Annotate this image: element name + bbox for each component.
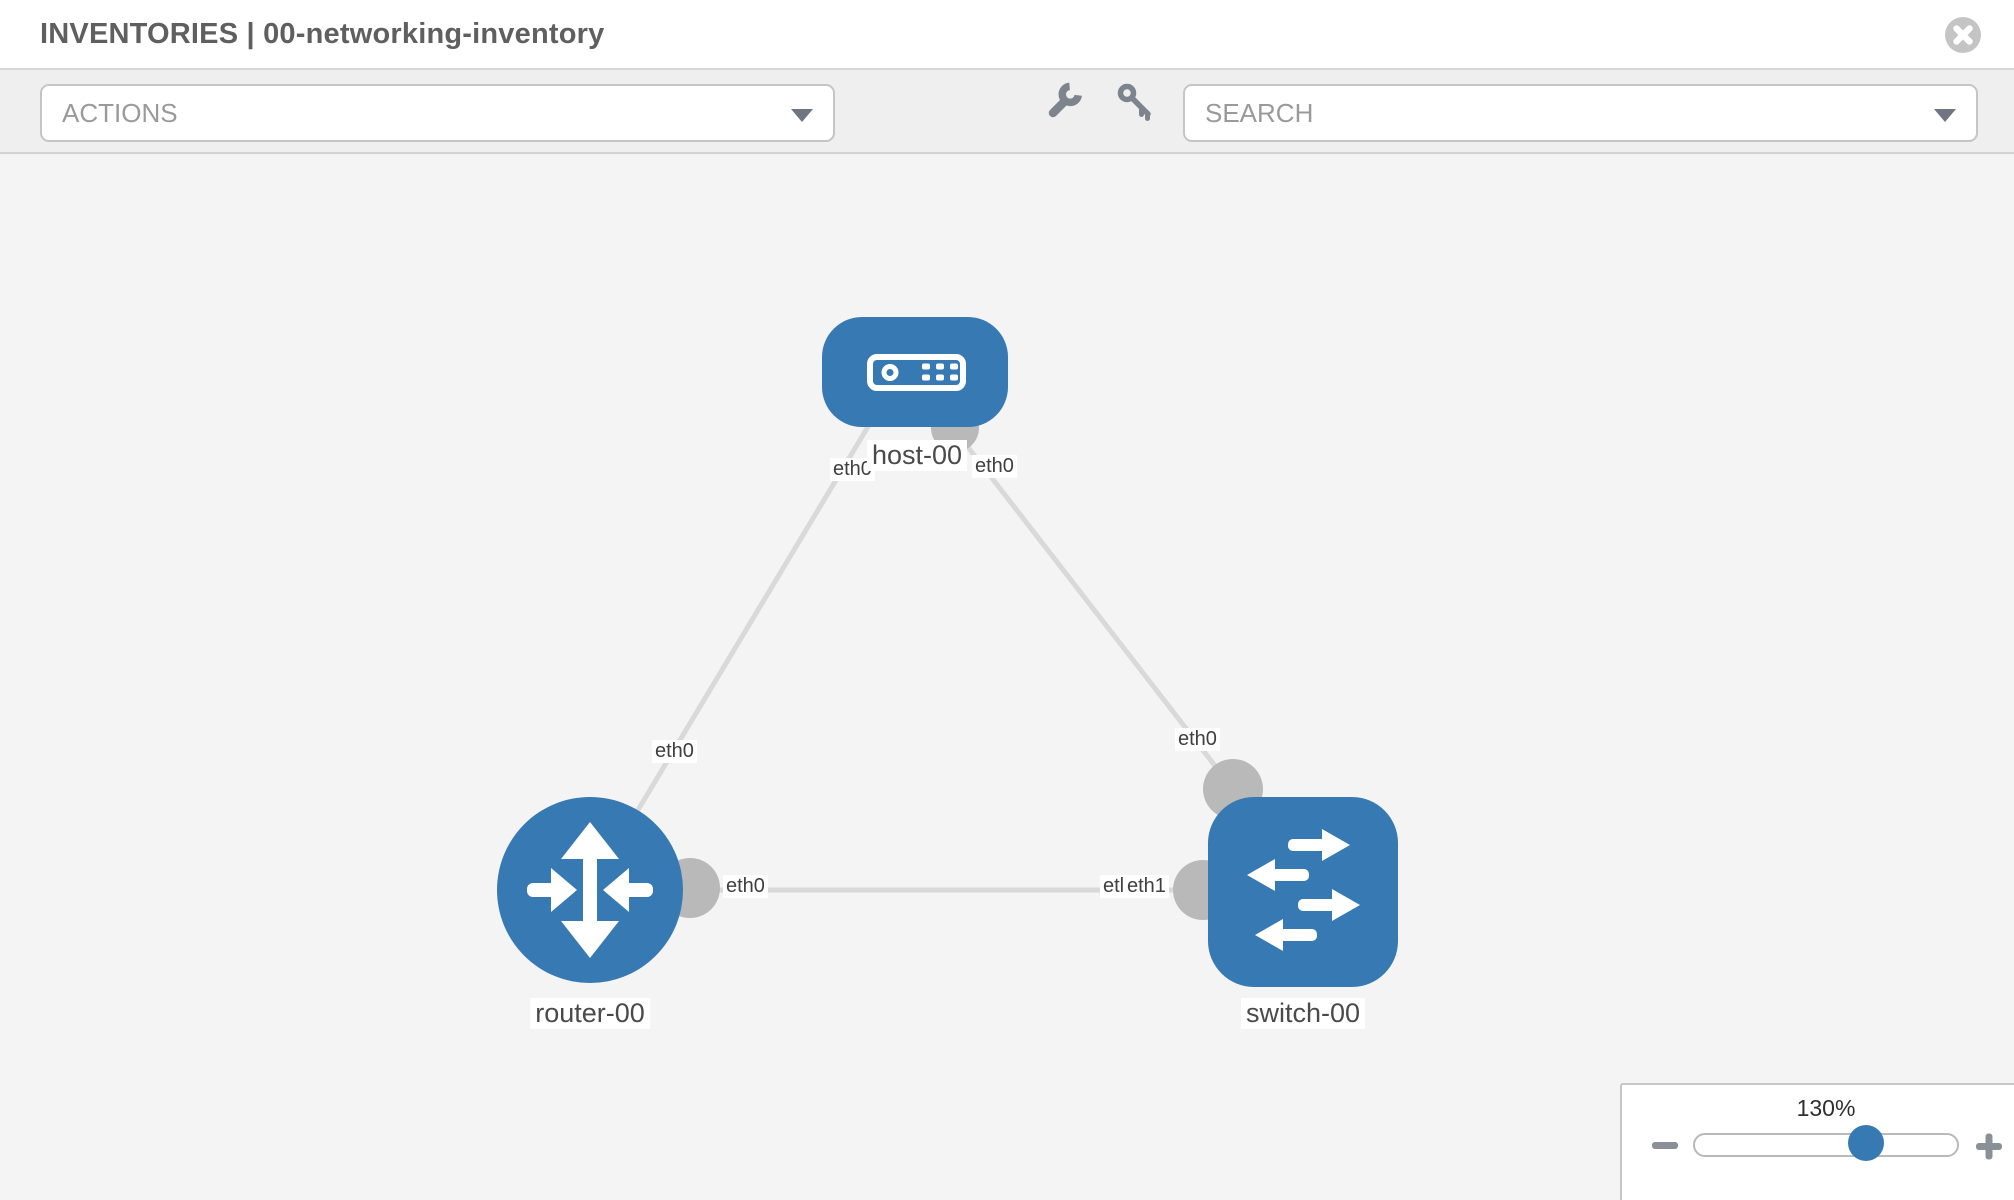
zoom-out-button[interactable] — [1650, 1130, 1680, 1160]
topology-canvas[interactable]: eth0 eth0 eth0 eth0 eth0 etl eth1 host-0… — [0, 154, 2014, 1200]
key-button[interactable] — [1115, 81, 1155, 121]
zoom-slider-track[interactable] — [1693, 1125, 1959, 1161]
minus-icon — [1652, 1142, 1678, 1149]
router-icon — [527, 822, 653, 958]
zoom-in-button[interactable] — [1974, 1131, 2004, 1161]
iface-label: eth1 — [1124, 875, 1169, 898]
node-label-host-00: host-00 — [866, 440, 968, 471]
chevron-down-icon — [791, 109, 813, 122]
search-dropdown[interactable]: SEARCH — [1183, 84, 1978, 142]
iface-label: eth0 — [830, 458, 875, 481]
iface-label: eth0 — [652, 740, 697, 763]
iface-label-occluded: etl — [1100, 875, 1128, 898]
zoom-slider-handle[interactable] — [1848, 1125, 1884, 1161]
switch-icon — [1247, 829, 1360, 951]
zoom-level: 130% — [1796, 1095, 1856, 1121]
search-placeholder: SEARCH — [1205, 97, 1314, 128]
header: INVENTORIES | 00-networking-inventory — [0, 0, 2014, 70]
actions-dropdown-label: ACTIONS — [62, 97, 178, 128]
actions-dropdown[interactable]: ACTIONS — [40, 84, 835, 142]
zoom-panel: 130% — [1620, 1083, 2014, 1200]
iface-label: eth0 — [723, 875, 768, 898]
chevron-down-icon — [1934, 109, 1956, 122]
node-switch-00[interactable] — [1208, 797, 1398, 987]
close-button[interactable] — [1944, 16, 1982, 54]
wrench-icon — [1048, 82, 1082, 118]
node-host-00[interactable] — [822, 317, 1008, 427]
host-icon — [867, 354, 966, 391]
key-icon — [1117, 83, 1151, 121]
node-label-router-00: router-00 — [530, 998, 650, 1029]
node-label-switch-00: switch-00 — [1240, 998, 1366, 1029]
wrench-button[interactable] — [1046, 81, 1086, 121]
plus-icon — [1976, 1133, 2002, 1160]
node-router-00[interactable] — [497, 797, 683, 983]
page-title: INVENTORIES | 00-networking-inventory — [40, 18, 605, 50]
iface-label: eth0 — [1175, 728, 1220, 751]
close-icon — [1945, 17, 1981, 53]
toolbar: ACTIONS SEARCH — [0, 70, 2014, 154]
iface-label: eth0 — [972, 455, 1017, 478]
